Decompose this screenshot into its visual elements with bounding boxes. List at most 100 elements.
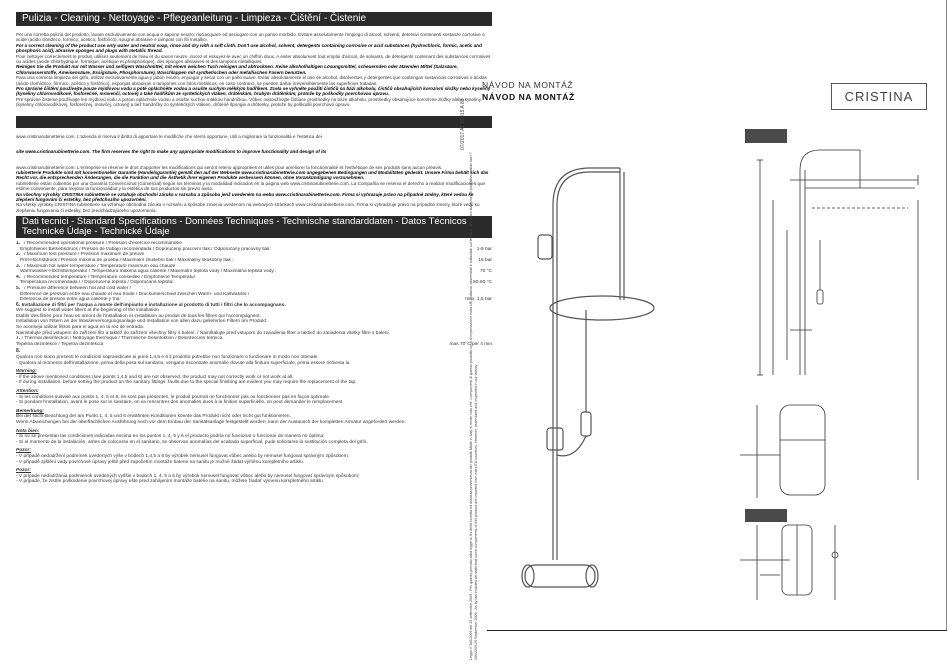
thermal-sub: Tepelná dezinfekce / Tepelná dezinfekcia (16, 341, 104, 347)
warning-heading: Warning: (16, 369, 37, 375)
right-margin-line (946, 0, 947, 630)
spec-row: Empfohlener Betriebsdruck / Presión de t… (16, 247, 492, 253)
spec-number: 1. (16, 241, 21, 247)
spec-value: max. 1,5 bar (465, 297, 492, 303)
install-line: Se aconseja utilizar filtros para el agu… (16, 325, 144, 331)
warning-line: - Si pendant l'installation, avant le po… (16, 400, 343, 406)
warning-heading: Pozor: (16, 448, 31, 454)
warning-line: - V případě nedodržení podmínek uvedenýc… (16, 453, 350, 459)
warranty-paragraph: Na všetky výrobky CRISTINA rubinetterie … (16, 202, 480, 213)
warning-line: - If the above mentioned conditions (see… (16, 374, 294, 380)
warranty-header-bar (16, 115, 492, 128)
install-title: 6. Installazione di filtri per l'acqua a… (16, 301, 286, 308)
spec-value: 1-5 bar (476, 246, 492, 252)
warranty-section: www.cristinarubinetterie.com. L'azienda … (16, 134, 492, 213)
spec-text: / Pressure difference between hot and co… (24, 285, 132, 291)
warranty-paragraph: www.cristinarubinetterie.com. L'azienda … (16, 133, 322, 139)
warning-heading: Nota bien: (16, 428, 40, 434)
text-column: Pulizia - Cleaning - Nettoyage - Pflegea… (16, 12, 492, 668)
specs-header: Dati tecnici - Standard Specifications -… (16, 216, 492, 239)
spec-label: Différence de pression entre eau chaude … (16, 292, 249, 298)
thermal-label: 7. / Thermal desinfection / Nettoyage th… (16, 336, 223, 342)
warning-block: Attention:- Si les conditions susvisé au… (16, 389, 492, 406)
warning-line: - Si al momento de la instalación, antes… (16, 439, 368, 445)
spec-row: Prüf-Höchstdruck / Presión máxima de pru… (16, 258, 492, 264)
specs-header-text: Dati tecnici - Standard Specifications -… (22, 216, 467, 238)
specs-list: 1./ Recommended operational pressure / P… (16, 241, 492, 485)
spec-label: 5./ Pressure difference between hot and … (16, 286, 131, 292)
warning-heading: Pozor: (16, 468, 31, 474)
spec-row: 4./ Recommended temperature / Températur… (16, 275, 492, 281)
warning-line: - If during installation, before setting… (16, 380, 357, 386)
cleaning-paragraph: Per una corretta pulizia del prodotto, l… (16, 32, 485, 43)
cleaning-paragraph: Reinigen Sie die Produkt nur mit Wasser … (16, 64, 458, 75)
warning-line: - V prípade, že zistíte poškodenie povrc… (16, 479, 323, 485)
warning-heading: Bemerkung: (16, 408, 44, 414)
warning-heading: Attention: (16, 389, 39, 394)
thermal-subrow: Tepelná dezinfekce / Tepelná dezinfekcia… (16, 342, 492, 348)
spec-row: Temperatura recomendada / / Doporučená t… (16, 280, 492, 286)
warning-line: - V prípade nedodržania podmienok uveden… (16, 473, 360, 479)
install-line: We suggest to install water filters at t… (16, 308, 159, 314)
cleaning-paragraph: For a correct cleaning of the product us… (16, 42, 482, 54)
spec-label: Prüf-Höchstdruck / Presión máxima de pru… (16, 258, 234, 264)
view-label-box-1 (745, 129, 787, 143)
spec-text: Warmwasser-Höchsttemperatur / Temperatur… (20, 269, 277, 275)
warning-line: - Si no se presentan las condiciones ind… (16, 434, 325, 440)
install-line: Nainstalujte před vstupem do zařízení fi… (16, 330, 391, 336)
spec-label: 3./ Maximum hot water temperature / Temp… (16, 264, 175, 270)
bottom-rule (487, 630, 947, 631)
spec-row: 3./ Maximum hot water temperature / Temp… (16, 264, 492, 270)
spec-label: 4./ Recommended temperature / Températur… (16, 275, 195, 281)
spec-text: Prüf-Höchstdruck / Presión máxima de pru… (20, 257, 234, 263)
spec-label: Diferencia de presión entre agua calient… (16, 297, 121, 303)
cleaning-header: Pulizia - Cleaning - Nettoyage - Pflegea… (16, 12, 492, 26)
view-label-box-2 (745, 509, 787, 522)
spec-label: 2./ Maximum test pressure / Pression max… (16, 252, 144, 258)
spec-row: Différence de pression entre eau chaude … (16, 292, 492, 298)
warning-line: Wenn Abweichungen bei der oberflächliche… (16, 419, 406, 425)
cleaning-paragraph: Para una correcta limpieza del grifo, ut… (16, 75, 487, 86)
spec-number: 4. (16, 274, 21, 280)
spec-value: 70 °C (479, 269, 492, 275)
thermal-row: 7. / Thermal desinfection / Nettoyage th… (16, 336, 492, 342)
warning-block: Warning:- If the above mentioned conditi… (16, 369, 492, 386)
spec-row: 5./ Pressure difference between hot and … (16, 286, 492, 292)
note-8-block: 8.Qualora non siano presenti le condizio… (16, 349, 492, 366)
warranty-paragraph: rubinetterie Produkte sind mit konventio… (16, 169, 489, 181)
spec-label: Warmwasser-Höchsttemperatur / Temperatur… (16, 269, 276, 275)
cleaning-paragraph: Pour nettoyer correctement le produit, u… (16, 53, 491, 65)
spec-text: Temperatura recomendada / / Doporučená t… (20, 280, 174, 286)
spec-value: 16 bar (478, 257, 492, 263)
spec-text: Différence de pression entre eau chaude … (20, 291, 250, 297)
thermal-value: mas 70°C per 4 min (449, 341, 492, 347)
spec-text: / Maximum hot water temperature / Tempér… (24, 263, 176, 269)
warning-line: - Si les conditions susvisé aux points 1… (16, 394, 331, 400)
spec-text: / Recommended temperature / Température … (24, 274, 196, 280)
cleaning-paragraph: Pre správne čistenie používajte len mydl… (16, 96, 482, 108)
spec-value: 50-60 °C (473, 280, 492, 286)
warranty-paragraph: Na všechny výrobky CRISTINA rubinetterie… (16, 191, 474, 202)
install-title-sk: NÁVOD NA MONTÁŽ (482, 92, 575, 102)
spec-row: 1./ Recommended operational pressure / P… (16, 241, 492, 247)
brand-logo: CRISTINA (831, 83, 927, 110)
install-title-cz: NÁVOD NA MONTÁŽ (482, 80, 574, 90)
spec-row: Diferencia de presión entre agua calient… (16, 297, 492, 303)
spec-number: 7. (16, 336, 22, 342)
install-line: Installation von Filtern an der Wasserve… (16, 319, 268, 325)
spec-label: Empfohlener Betriebsdruck / Presión de t… (16, 247, 271, 253)
install-filters-block: 6. Installazione di filtri per l'acqua a… (16, 301, 492, 337)
spec-number: 3. (16, 263, 21, 269)
spec-label: 1./ Recommended operational pressure / P… (16, 241, 182, 247)
spec-text: Empfohlener Betriebsdruck / Presión de t… (20, 246, 271, 252)
spec-row: 2./ Maximum test pressure / Pression max… (16, 252, 492, 258)
install-line: Etablir des filtres pour l'eau en amont … (16, 313, 261, 319)
spec-label: Temperatura recomendada / / Doporučená t… (16, 280, 174, 286)
spec-text: / Maximum test pressure / Pression maxim… (24, 252, 145, 258)
spec-number: 6. (16, 301, 22, 308)
note-8-line: Qualora non siano presenti le condizioni… (16, 355, 319, 361)
spec-text: / Recommended operational pressure / Pre… (24, 241, 182, 247)
cleaning-section: Per una corretta pulizia del prodotto, l… (16, 32, 492, 108)
